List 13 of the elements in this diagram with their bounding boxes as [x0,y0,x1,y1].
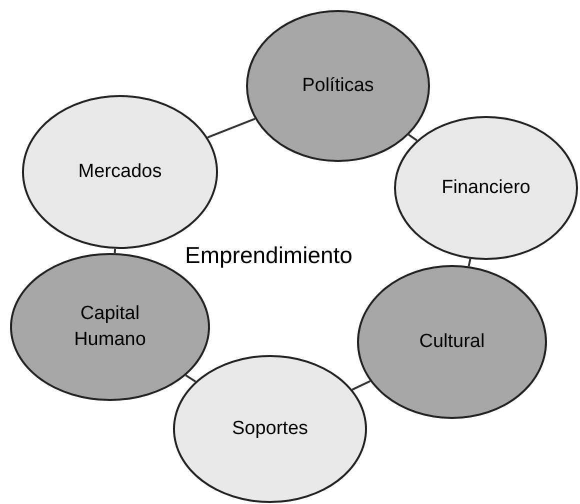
connector-line [207,118,256,138]
connector-line [114,248,116,254]
connector-line [408,134,418,142]
node-label: Financiero [440,176,532,200]
center-label: Emprendimiento [185,241,352,270]
node-label: Cultural [418,330,486,354]
node-label: Capital Humano [73,302,147,352]
connector-line [468,258,472,266]
node-label: Mercados [77,160,163,184]
connector-line [352,380,371,391]
connector-line [185,374,196,382]
node-label: Políticas [301,74,375,98]
node-label: Soportes [230,417,310,441]
